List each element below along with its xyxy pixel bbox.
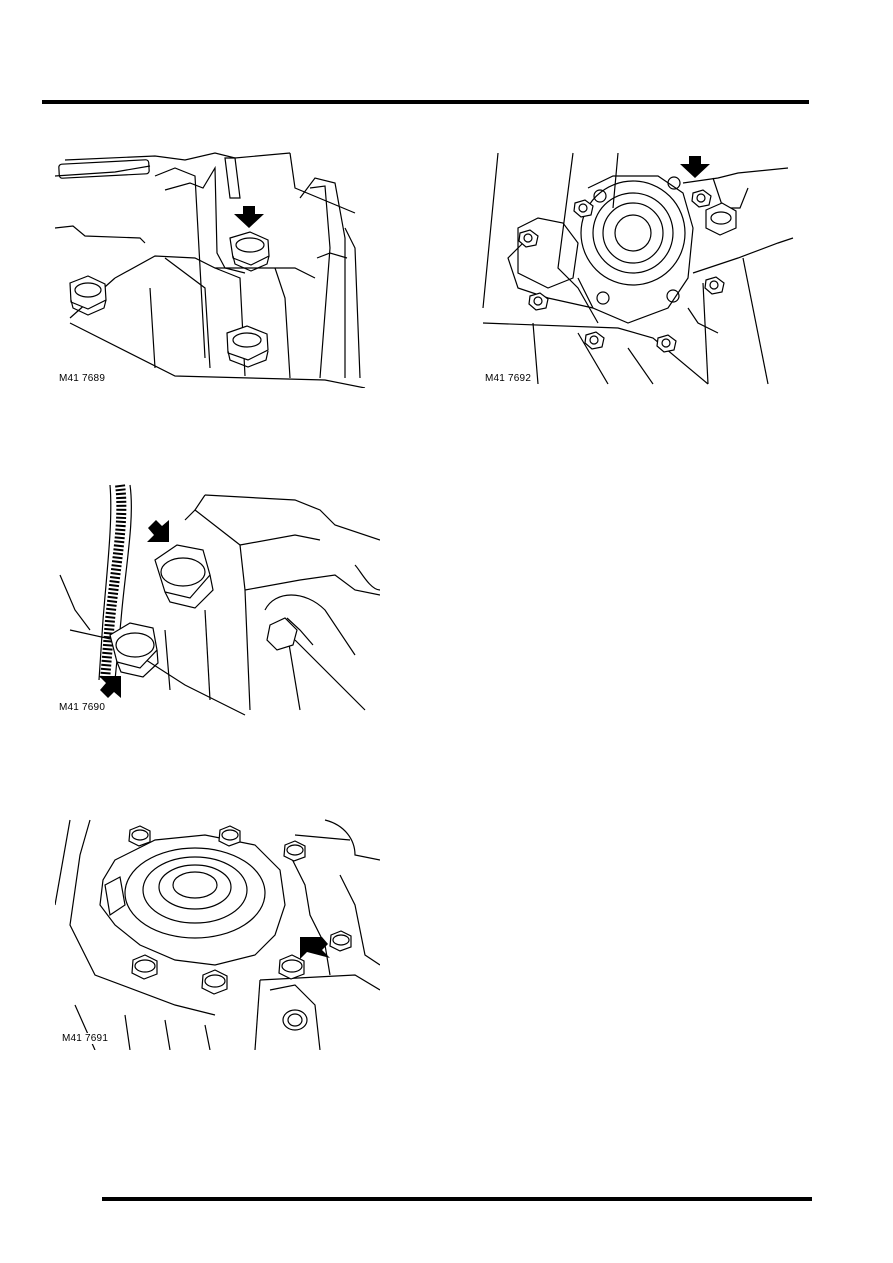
- illustration-m41-7690: M41 7690: [55, 480, 380, 720]
- flange-bolt-6: [705, 277, 724, 294]
- figure-label: M41 7689: [58, 373, 107, 384]
- flange-bolt-3: [529, 293, 548, 310]
- flange-bolt-5: [657, 335, 676, 352]
- flange-bolt-7: [692, 190, 711, 207]
- figure-label: M41 7690: [58, 702, 107, 713]
- figure-label: M41 7692: [484, 373, 533, 384]
- bearing-housing-drawing: [55, 815, 380, 1050]
- housing-bolt-4: [330, 931, 351, 951]
- bolt-head-upper: [155, 545, 213, 608]
- illustration-m41-7692: M41 7692: [478, 148, 808, 388]
- illustration-m41-7689: M41 7689: [55, 148, 375, 388]
- illustration-m41-7691: M41 7691: [55, 815, 380, 1050]
- housing-bolt-5: [279, 955, 304, 979]
- flange-bolt-2: [574, 200, 593, 217]
- housing-bolt-2: [219, 826, 240, 846]
- bolt-head-2: [70, 276, 106, 315]
- bracket-bolts-drawing: [55, 148, 375, 388]
- housing-bolt-1: [129, 826, 150, 846]
- bolt-head-large: [706, 203, 736, 235]
- corrugated-pipe-bolts-drawing: [55, 480, 380, 720]
- flange-bolt-4: [585, 332, 604, 349]
- header-rule: [42, 100, 809, 104]
- bolt-head-1: [230, 232, 269, 271]
- bolt-head-side: [267, 618, 313, 650]
- bolt-head-3: [227, 326, 268, 367]
- bolt-head-lower: [110, 623, 158, 677]
- housing-bolt-6: [132, 955, 157, 979]
- footer-rule: [102, 1197, 812, 1201]
- figure-label: M41 7691: [61, 1033, 110, 1044]
- housing-bolt-7: [202, 970, 227, 994]
- threaded-hole: [283, 1010, 307, 1030]
- housing-bolt-3: [284, 841, 305, 861]
- flange-bolt-1: [519, 230, 538, 247]
- output-housing-drawing: [478, 148, 808, 388]
